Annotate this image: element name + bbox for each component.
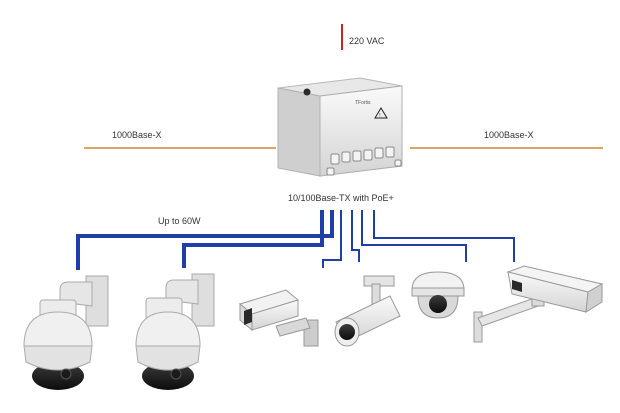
fixed-dome-camera [411,271,465,319]
power-label: 220 VAC [349,36,385,46]
box-camera [238,289,319,347]
cable-fixed-dome [361,210,467,262]
cable-bullet [351,210,360,262]
svg-text:!: ! [379,113,380,119]
cable-glands [326,146,402,176]
cable-housing [373,210,515,262]
power-budget-label: Up to 60W [158,216,201,226]
switch-brand-text: TFortis [355,100,371,106]
cable-ptz-2 [182,210,324,268]
fiber-label-right: 1000Base-X [484,130,534,140]
bullet-camera [334,275,401,347]
poe-switch: ! [277,77,403,177]
fiber-label-left: 1000Base-X [112,130,162,140]
poe-cables [76,210,515,270]
cable-box [322,210,342,268]
ptz-dome-camera-1 [23,275,109,390]
poe-ports-label: 10/100Base-TX with PoE+ [288,193,394,203]
ptz-dome-camera-2 [135,273,215,390]
cable-ptz-1 [76,210,334,270]
housing-camera [473,265,604,343]
